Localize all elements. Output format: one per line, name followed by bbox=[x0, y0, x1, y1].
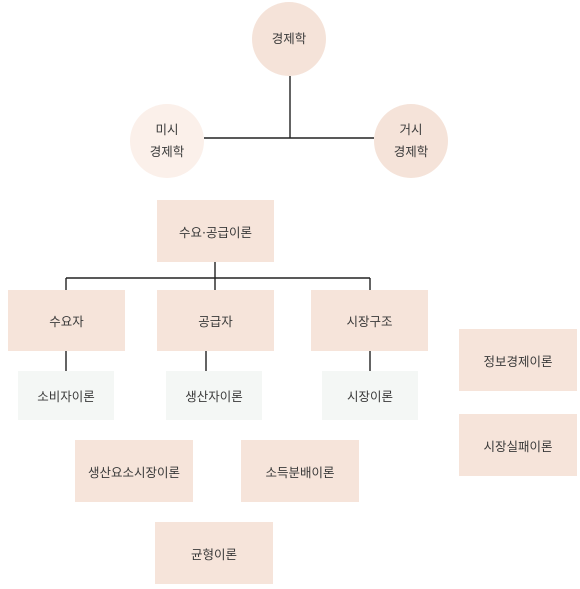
consumer-theory-label: 소비자이론 bbox=[37, 389, 95, 404]
supply-demand-theory-label: 수요·공급이론 bbox=[179, 224, 252, 240]
equilibrium-theory-box: 균형이론 bbox=[155, 522, 273, 584]
micro-economics-node: 미시 경제학 bbox=[130, 104, 204, 178]
production-theory-label: 생산자이론 bbox=[185, 389, 243, 404]
market-theory-label: 시장이론 bbox=[346, 389, 393, 404]
market-structure-box: 시장구조 bbox=[311, 290, 428, 351]
factor-market-theory-box: 생산요소시장이론 bbox=[75, 440, 193, 502]
producer-box: 공급자 bbox=[157, 290, 274, 351]
market-failure-theory-box: 시장실패이론 bbox=[459, 414, 577, 476]
macro-economics-node: 거시 경제학 bbox=[374, 104, 448, 178]
market-theory-box: 시장이론 bbox=[322, 371, 418, 420]
information-economics-box: 정보경제이론 bbox=[459, 329, 577, 391]
micro-label-line1: 미시 bbox=[155, 122, 179, 137]
consumer-box: 수요자 bbox=[8, 290, 125, 351]
income-distribution-theory-box: 소득분배이론 bbox=[241, 440, 359, 502]
macro-label-line1: 거시 bbox=[399, 122, 423, 137]
macro-label-line2: 경제학 bbox=[393, 144, 429, 159]
information-economics-label: 정보경제이론 bbox=[483, 353, 553, 369]
production-theory-box: 생산자이론 bbox=[166, 371, 262, 420]
supply-demand-theory-box: 수요·공급이론 bbox=[157, 200, 274, 262]
producer-label: 공급자 bbox=[198, 314, 233, 329]
market-structure-label: 시장구조 bbox=[346, 314, 393, 329]
economics-label: 경제학 bbox=[271, 31, 307, 46]
consumer-label: 수요자 bbox=[49, 314, 84, 329]
factor-market-theory-label: 생산요소시장이론 bbox=[87, 464, 180, 480]
equilibrium-theory-label: 균형이론 bbox=[190, 546, 237, 562]
economics-node: 경제학 bbox=[252, 2, 326, 76]
market-failure-theory-label: 시장실패이론 bbox=[483, 438, 553, 454]
micro-label-line2: 경제학 bbox=[149, 144, 185, 159]
consumer-theory-box: 소비자이론 bbox=[18, 371, 114, 420]
income-distribution-theory-label: 소득분배이론 bbox=[265, 464, 335, 480]
